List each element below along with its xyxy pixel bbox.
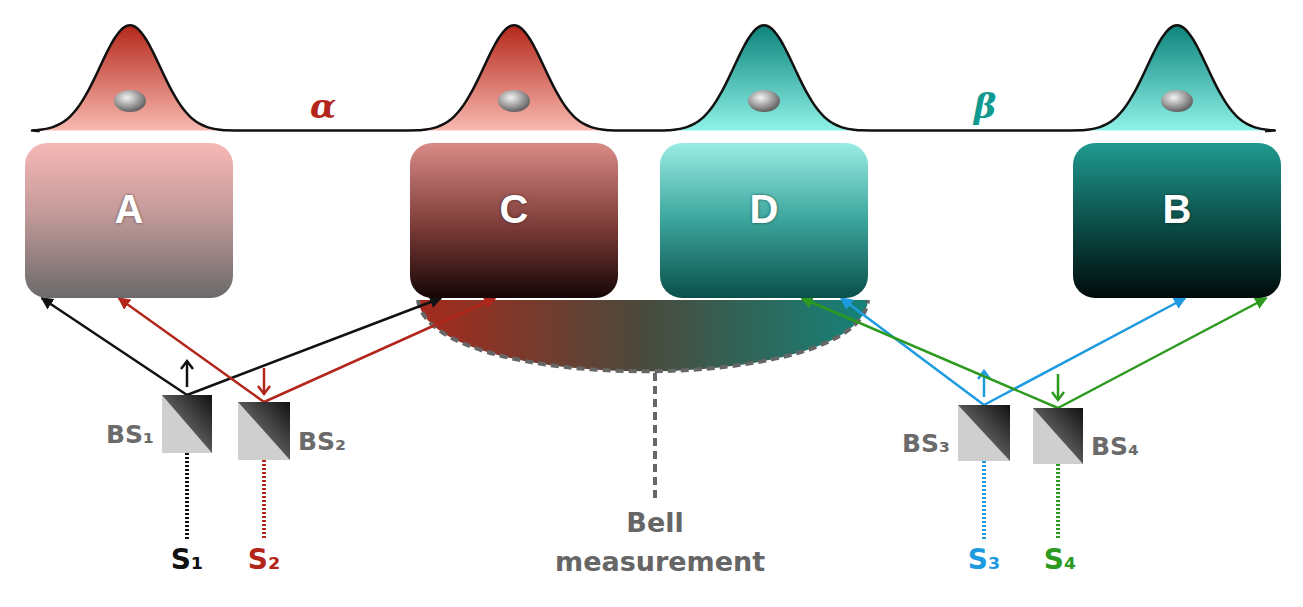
source-label: S₄ [1044,545,1076,576]
photon-path [264,298,495,402]
beam-splitter: BS₁ [162,395,212,453]
particle-dot [748,90,780,112]
beam-splitter-cube [1033,408,1083,464]
peak-fill [30,25,230,130]
source-label: S₁ [171,545,203,576]
spin-arrow [263,368,266,394]
photon-path [42,298,187,395]
particle-dot [498,90,530,112]
source-lines [187,453,1058,540]
box-label: D [750,187,779,232]
spin-arrow-head [258,386,270,394]
photon-path [801,298,1058,408]
box-label: A [115,187,144,232]
peak-fill [1077,25,1277,130]
component-label: BS₄ [1091,432,1139,461]
beam-splitter: BS₄ [1033,408,1083,464]
source-label: S₂ [248,545,280,576]
component-label: BS₁ [106,420,154,449]
photon-path [841,298,984,405]
source-beam [185,453,189,540]
box-label: B [1163,187,1192,232]
beam-splitter-cube [162,395,212,453]
wavefunction-peaks [30,25,1277,131]
bell-measurement-outline [418,300,868,371]
spin-arrow-head [181,361,193,369]
qubit-box: D [660,143,868,298]
particle-dot [1161,90,1193,112]
particle-dot [114,90,146,112]
bell-measurement-bracket [418,300,868,371]
spin-arrow-head [1052,392,1064,400]
photon-path [119,298,264,402]
state-label: α [310,88,336,125]
peak-fill [664,25,864,130]
box-label: C [500,187,529,232]
state-label: β [974,88,997,125]
source-beam [262,460,266,540]
qubit-box: B [1073,143,1281,298]
beam-splitter-cube [958,405,1010,461]
component-label: BS₂ [298,427,346,456]
beam-splitter: BS₃ [958,405,1010,461]
bell-leader-line [653,373,657,498]
spin-arrow [186,361,189,387]
source-beam [982,461,986,540]
photon-path [1058,298,1266,408]
source-beam [1056,464,1060,540]
qubit-box: C [410,143,618,298]
measurement-label: Bell measurement [555,503,755,581]
qubit-box: A [25,143,233,298]
peak-fill [414,25,614,130]
component-label: BS₃ [902,429,950,458]
peak-outline [32,25,1275,131]
source-label: S₃ [968,545,1000,576]
beam-splitter: BS₂ [238,402,290,460]
beam-splitter-cube [238,402,290,460]
spin-arrow [1057,374,1060,400]
